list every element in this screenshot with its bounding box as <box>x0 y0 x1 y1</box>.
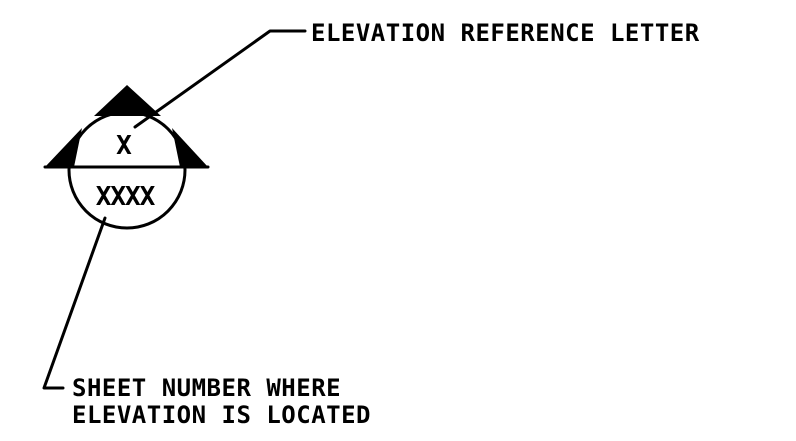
reference-letter: X <box>116 131 132 161</box>
sheet-number-label-line-1: SHEET NUMBER WHERE <box>72 374 341 402</box>
elevation-marker <box>43 85 210 230</box>
reference-leader-line <box>133 29 307 129</box>
sheet-number-label-line-2: ELEVATION IS LOCATED <box>72 401 371 429</box>
right-triangle <box>172 128 208 167</box>
left-triangle <box>45 128 82 167</box>
top-arrow-triangle <box>94 85 161 116</box>
marker-circle <box>67 110 187 230</box>
reference-letter-label: ELEVATION REFERENCE LETTER <box>311 19 700 47</box>
sheet-number: XXXX <box>96 182 156 212</box>
sheet-leader-line <box>42 216 107 390</box>
